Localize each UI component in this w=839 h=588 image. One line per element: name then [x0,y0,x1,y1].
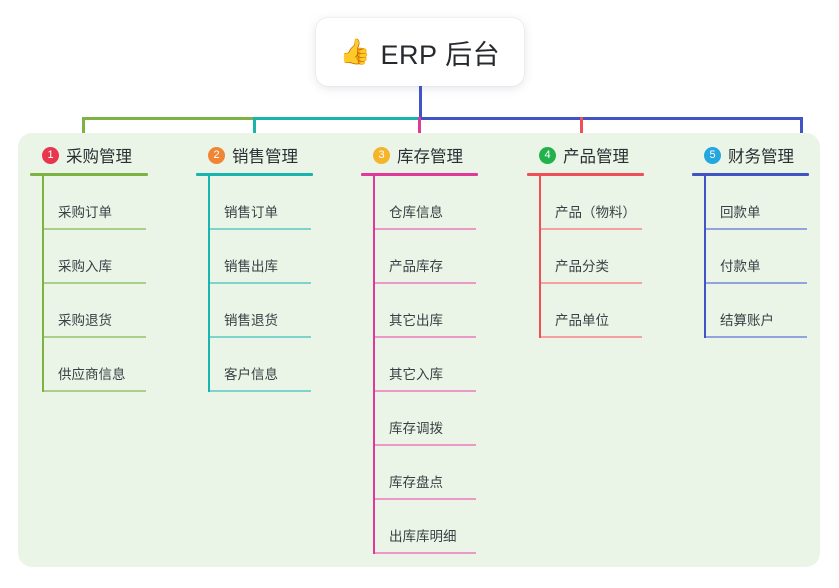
branch-item-label: 库存调拨 [389,421,443,436]
branch-item-label: 客户信息 [224,367,278,382]
branch-column-4: 4 产品管理产品（物料） 产品分类产品单位 [527,142,644,338]
branch-header-5[interactable]: 5 财务管理 [692,142,809,168]
bar-segment-1 [82,117,255,120]
drop-connector-1 [82,117,85,137]
branch-items: 销售订单销售出库销售退货客户信息 [208,176,313,392]
branch-header-rule [527,173,644,176]
branch-number-badge: 1 [42,146,59,164]
bar-segment-2 [253,117,420,120]
branch-item-label: 结算账户 [720,313,774,328]
branch-item[interactable]: 销售退货 [210,284,311,338]
trunk-connector [419,86,422,119]
branch-title: 销售管理 [232,148,298,166]
branch-item[interactable]: 结算账户 [706,284,807,338]
branch-items: 采购订单采购入库采购退货供应商信息 [42,176,148,392]
branch-item-label: 产品（物料） [555,205,636,220]
drop-connector-5 [800,117,803,137]
branch-item[interactable]: 采购入库 [44,230,146,284]
branch-item-label: 采购入库 [58,259,112,274]
branch-item-label: 库存盘点 [389,475,443,490]
branch-items: 回款单付款单结算账户 [704,176,809,338]
branch-title: 财务管理 [728,148,794,166]
branch-header-2[interactable]: 2 销售管理 [196,142,313,168]
branch-number-badge: 3 [373,146,390,164]
branch-number-badge: 4 [539,146,556,164]
branch-column-2: 2 销售管理销售订单销售出库销售退货客户信息 [196,142,313,392]
branch-header-4[interactable]: 4 产品管理 [527,142,644,168]
branch-item[interactable]: 付款单 [706,230,807,284]
branch-item-label: 采购订单 [58,205,112,220]
branch-item[interactable]: 产品分类 [541,230,642,284]
drop-connector-4 [580,117,583,137]
branch-item[interactable]: 销售订单 [210,176,311,230]
branch-item-label: 仓库信息 [389,205,443,220]
branch-item-label: 其它入库 [389,367,443,382]
branch-title: 库存管理 [397,148,463,166]
branch-item[interactable]: 采购订单 [44,176,146,230]
branch-item[interactable]: 库存调拨 [375,392,476,446]
branch-title: 采购管理 [66,148,132,166]
branch-item[interactable]: 销售出库 [210,230,311,284]
branch-item-label: 产品库存 [389,259,443,274]
branch-item[interactable]: 采购退货 [44,284,146,338]
branch-item-label: 回款单 [720,205,761,220]
branch-item[interactable]: 仓库信息 [375,176,476,230]
root-node-label: 👍 ERP 后台 [340,33,500,72]
branch-header-rule [30,173,148,176]
drop-connector-2 [253,117,256,137]
branch-number-badge: 2 [208,146,225,164]
branch-item-label: 出库库明细 [389,529,457,544]
branch-item[interactable]: 出库库明细 [375,500,476,554]
branch-items: 仓库信息产品库存其它出库其它入库库存调拨库存盘点出库库明细 [373,176,478,554]
root-node-erp-backend[interactable]: 👍 ERP 后台 [316,18,524,86]
branch-column-1: 1 采购管理采购订单采购入库采购退货供应商信息 [30,142,148,392]
branch-item-label: 销售出库 [224,259,278,274]
branch-item[interactable]: 其它入库 [375,338,476,392]
branch-item-label: 销售退货 [224,313,278,328]
branch-item[interactable]: 供应商信息 [44,338,146,392]
branch-item-label: 采购退货 [58,313,112,328]
branch-column-3: 3 库存管理仓库信息产品库存其它出库其它入库库存调拨库存盘点出库库明细 [361,142,478,554]
branch-header-rule [361,173,478,176]
branch-item[interactable]: 产品库存 [375,230,476,284]
branch-item[interactable]: 产品单位 [541,284,642,338]
branch-panel [18,133,820,567]
branch-item[interactable]: 客户信息 [210,338,311,392]
branch-header-3[interactable]: 3 库存管理 [361,142,478,168]
branch-item[interactable]: 库存盘点 [375,446,476,500]
branch-item[interactable]: 回款单 [706,176,807,230]
thumbs-up-icon: 👍 [339,37,372,66]
branch-number-badge: 5 [704,146,721,164]
branch-item-label: 产品单位 [555,313,609,328]
branch-item-label: 付款单 [720,259,761,274]
branch-item-label: 产品分类 [555,259,609,274]
branch-header-rule [196,173,313,176]
branch-header-1[interactable]: 1 采购管理 [30,142,148,168]
bar-segment-3 [418,117,803,120]
drop-connector-3 [418,117,421,137]
branch-title: 产品管理 [563,148,629,166]
branch-column-5: 5 财务管理回款单付款单结算账户 [692,142,809,338]
branch-item[interactable]: 产品（物料） [541,176,642,230]
branch-item-label: 供应商信息 [58,367,126,382]
branch-item-label: 销售订单 [224,205,278,220]
branch-item-label: 其它出库 [389,313,443,328]
branch-item[interactable]: 其它出库 [375,284,476,338]
branch-items: 产品（物料） 产品分类产品单位 [539,176,644,338]
root-node-title: ERP 后台 [380,39,501,70]
branch-header-rule [692,173,809,176]
